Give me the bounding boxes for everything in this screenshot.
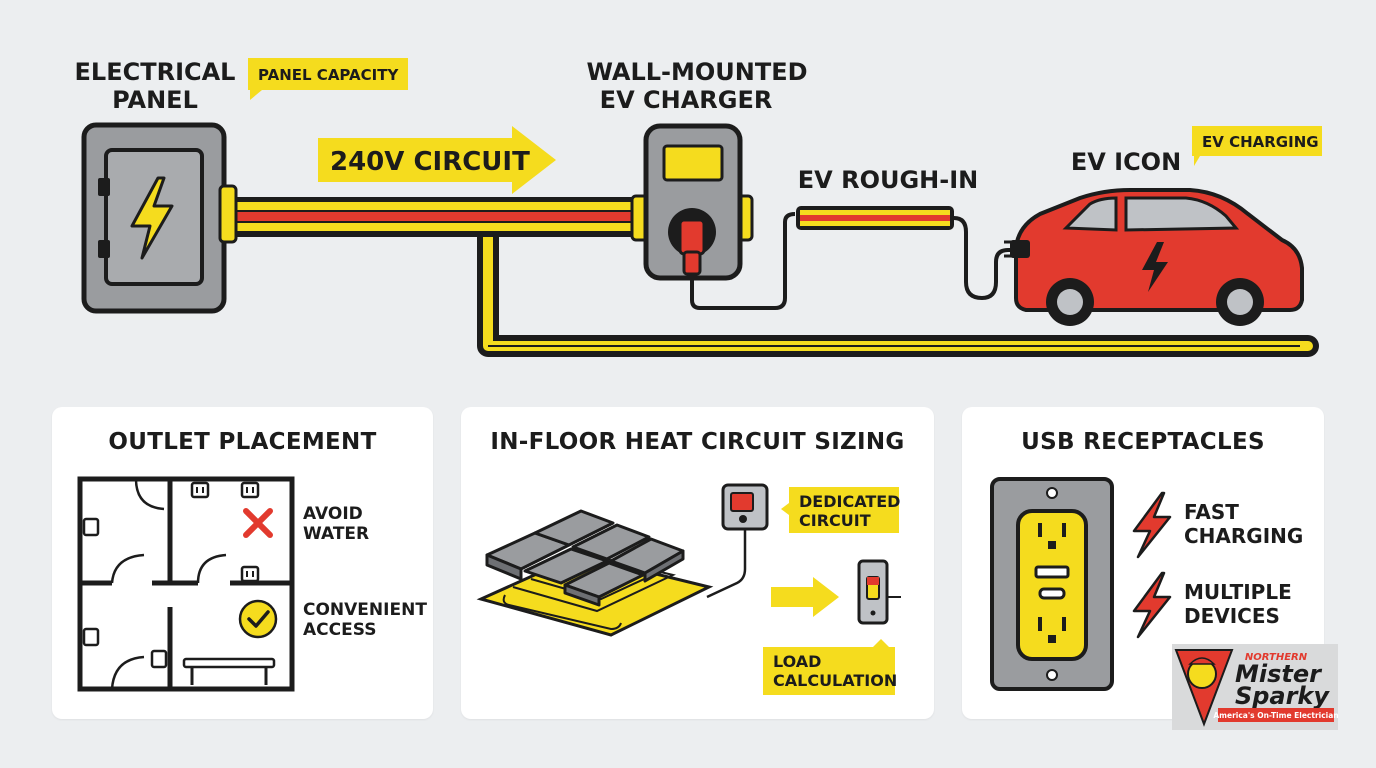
lightning-bolt-icon <box>130 176 174 260</box>
load-calculation-line1: LOAD <box>773 652 821 671</box>
logo-line2: Mister <box>1235 660 1323 688</box>
fast-charging-line1: FAST <box>1184 500 1239 524</box>
ev-car-icon <box>1004 188 1304 326</box>
ev-charging-tag-text: EV CHARGING <box>1202 133 1319 151</box>
arrow-icon <box>771 577 839 617</box>
lightning-bolt-icon <box>1132 571 1172 639</box>
usb-outlet-icon <box>990 477 1114 691</box>
logo-line3: Sparky <box>1235 682 1330 710</box>
rough-in-cable <box>796 206 1020 301</box>
wall-charger <box>630 123 796 310</box>
panel-capacity-tag <box>248 58 408 100</box>
thermostat-icon <box>721 483 769 531</box>
rough-in-label: EV ROUGH-IN <box>798 166 978 194</box>
floor-tiles <box>485 509 685 607</box>
outlet-icons <box>82 481 260 669</box>
panel-label-line2: PANEL <box>112 86 198 114</box>
ev-charging-tag <box>1192 126 1322 166</box>
dedicated-circuit-line1: DEDICATED <box>799 492 900 511</box>
convenient-access-line2: ACCESS <box>303 620 376 640</box>
charger-label-line1: WALL-MOUNTED <box>586 58 807 86</box>
in-floor-heat-card: IN-FLOOR HEAT CIRCUIT SIZING DEDIC <box>461 407 934 719</box>
avoid-water-line1: AVOID <box>303 504 363 524</box>
avoid-water-line2: WATER <box>303 524 369 544</box>
charger-label-line2: EV CHARGER <box>600 86 773 114</box>
usb-receptacles-card: USB RECEPTACLES FAST CHARGING MULTIPLE D… <box>962 407 1324 719</box>
multiple-devices-line2: DEVICES <box>1184 604 1280 628</box>
in-floor-heat-title: IN-FLOOR HEAT CIRCUIT SIZING <box>490 429 905 455</box>
dedicated-circuit-tag <box>781 487 899 533</box>
usb-receptacles-title: USB RECEPTACLES <box>1021 429 1265 455</box>
red-x-icon <box>243 508 273 538</box>
dedicated-circuit-line2: CIRCUIT <box>799 511 871 530</box>
checkmark-icon <box>238 599 278 639</box>
mister-sparky-logo: NORTHERN Mister Sparky America's On-Time… <box>1172 644 1338 730</box>
load-calculation-tag <box>763 639 895 695</box>
plug-icon <box>678 218 706 276</box>
logo-tagline: America's On-Time Electrician <box>1213 711 1338 720</box>
multiple-devices-line1: MULTIPLE <box>1184 580 1292 604</box>
switch-icon <box>857 559 901 625</box>
circuit-arrow-label: 240V CIRCUIT <box>330 147 530 177</box>
bench-icon <box>182 657 276 685</box>
heat-diagram: DEDICATED CIRCUIT LOAD CALCULATION <box>476 483 901 695</box>
load-calculation-line2: CALCULATION <box>773 671 897 690</box>
logo-line1: NORTHERN <box>1245 652 1308 663</box>
usb-diagram: FAST CHARGING MULTIPLE DEVICES <box>990 477 1303 691</box>
outlet-placement-title: OUTLET PLACEMENT <box>108 429 377 455</box>
electrical-panel <box>81 122 238 314</box>
circuit-arrow <box>318 126 556 194</box>
return-conduit <box>477 197 1319 357</box>
panel-to-charger-cable <box>222 197 642 237</box>
fast-charging-line2: CHARGING <box>1184 524 1303 548</box>
panel-capacity-tag-text: PANEL CAPACITY <box>258 66 399 84</box>
lightning-bolt-icon <box>1132 491 1172 559</box>
convenient-access-line1: CONVENIENT <box>303 600 427 620</box>
ev-icon-label: EV ICON <box>1071 148 1181 176</box>
panel-label-line1: ELECTRICAL <box>75 58 236 86</box>
outlet-placement-card: OUTLET PLACEMENT <box>52 407 433 719</box>
floor-plan: AVOID WATER CONVENIENT ACCESS <box>77 476 427 692</box>
